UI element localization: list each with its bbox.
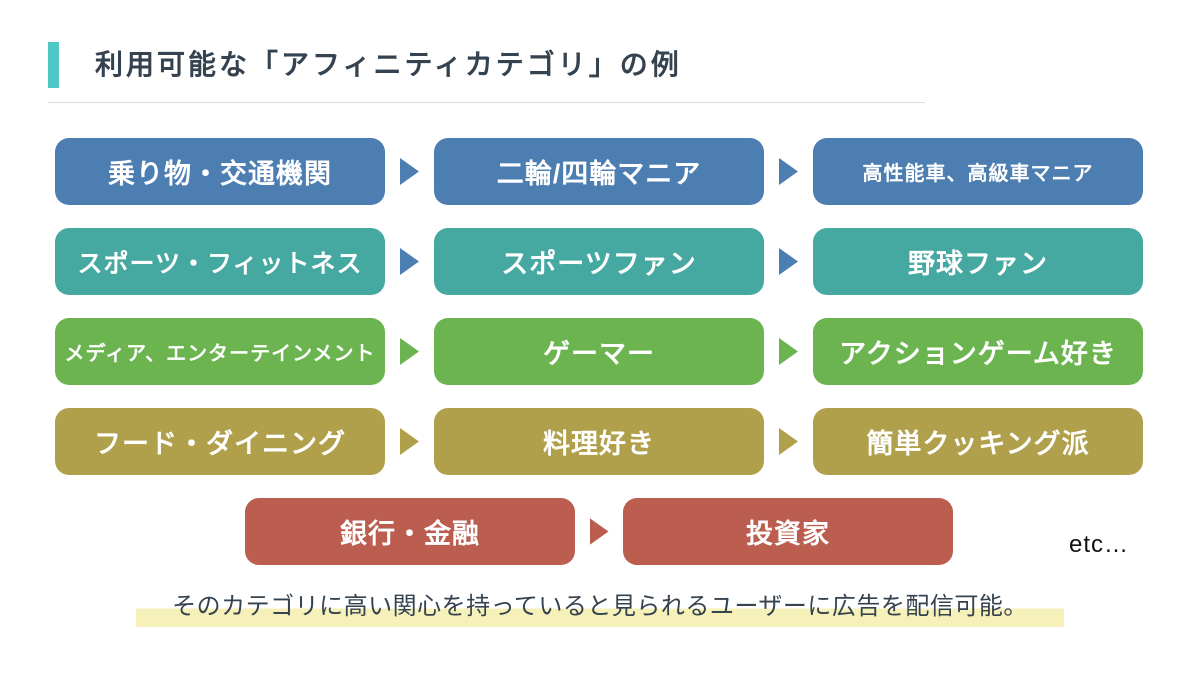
arrow-wrap xyxy=(385,338,434,365)
arrow-wrap xyxy=(575,518,623,545)
etc-label: etc… xyxy=(1068,531,1129,558)
flow-arrow-icon xyxy=(779,248,798,275)
affinity-category-grid: 乗り物・交通機関二輪/四輪マニア高性能車、高級車マニアスポーツ・フィットネススポ… xyxy=(55,138,1143,588)
category-box: 投資家 xyxy=(623,498,953,565)
arrow-wrap xyxy=(385,248,434,275)
flow-row: スポーツ・フィットネススポーツファン野球ファン xyxy=(55,228,1143,295)
flow-arrow-icon xyxy=(779,338,798,365)
category-box: 銀行・金融 xyxy=(245,498,575,565)
category-box: ゲーマー xyxy=(434,318,764,385)
flow-arrow-icon xyxy=(400,158,419,185)
arrow-wrap xyxy=(385,428,434,455)
category-box: スポーツファン xyxy=(434,228,764,295)
title-accent-bar xyxy=(48,42,59,88)
flow-row: フード・ダイニング料理好き簡単クッキング派 xyxy=(55,408,1143,475)
footer-note: そのカテゴリに高い関心を持っていると見られるユーザーに広告を配信可能。 xyxy=(0,586,1200,627)
category-box: 簡単クッキング派 xyxy=(813,408,1143,475)
category-box: 料理好き xyxy=(434,408,764,475)
category-box: 二輪/四輪マニア xyxy=(434,138,764,205)
category-box: 高性能車、高級車マニア xyxy=(813,138,1143,205)
category-box: 野球ファン xyxy=(813,228,1143,295)
category-box: メディア、エンターテインメント xyxy=(55,318,385,385)
flow-arrow-icon xyxy=(589,518,609,545)
category-box: フード・ダイニング xyxy=(55,408,385,475)
category-box: スポーツ・フィットネス xyxy=(55,228,385,295)
flow-arrow-icon xyxy=(400,428,419,455)
arrow-wrap xyxy=(764,158,813,185)
arrow-wrap xyxy=(764,428,813,455)
flow-arrow-icon xyxy=(779,428,798,455)
flow-arrow-icon xyxy=(400,248,419,275)
category-box: アクションゲーム好き xyxy=(813,318,1143,385)
title-block: 利用可能な「アフィニティカテゴリ」の例 xyxy=(48,42,925,103)
arrow-wrap xyxy=(764,338,813,365)
footer-text: そのカテゴリに高い関心を持っていると見られるユーザーに広告を配信可能。 xyxy=(136,586,1064,627)
flow-row: 銀行・金融投資家 etc… xyxy=(55,498,1143,565)
flow-arrow-icon xyxy=(400,338,419,365)
category-box: 乗り物・交通機関 xyxy=(55,138,385,205)
flow-arrow-icon xyxy=(779,158,798,185)
arrow-wrap xyxy=(764,248,813,275)
page-title: 利用可能な「アフィニティカテゴリ」の例 xyxy=(95,49,682,80)
flow-row: メディア、エンターテインメントゲーマーアクションゲーム好き xyxy=(55,318,1143,385)
flow-row: 乗り物・交通機関二輪/四輪マニア高性能車、高級車マニア xyxy=(55,138,1143,205)
arrow-wrap xyxy=(385,158,434,185)
